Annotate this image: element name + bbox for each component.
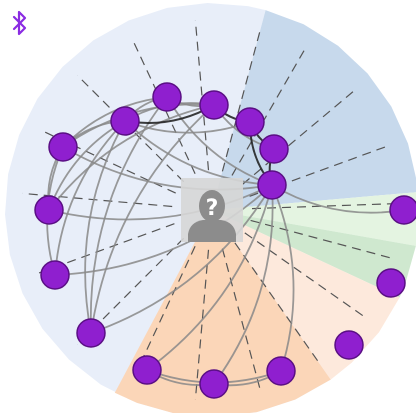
spoke-line [242,87,358,185]
spoke-line [244,232,368,320]
edge-link [84,120,126,334]
edge-link [89,96,168,334]
spoke-line [131,37,196,174]
sector-light-green [212,192,416,246]
node-layer [34,82,416,399]
edge-link [146,184,273,371]
edge-link [54,184,273,276]
device-node[interactable] [235,107,265,137]
edge-link [48,184,273,221]
device-node[interactable] [34,195,64,225]
edge-link [271,184,295,372]
edge-link [54,120,126,276]
unknown-user-glyph: ? [206,196,219,221]
device-node[interactable] [40,260,70,290]
edge-link [62,146,273,191]
device-node[interactable] [199,369,229,399]
device-node[interactable] [199,90,229,120]
spoke-line [221,248,262,394]
edge-link [48,104,215,211]
device-node[interactable] [110,106,140,136]
edge-link [166,96,273,186]
spoke-line [221,26,262,172]
device-node[interactable] [266,356,296,386]
device-node[interactable] [259,134,289,164]
edge-link [271,184,405,214]
spoke-layer [22,20,402,400]
device-node[interactable] [152,82,182,112]
device-node[interactable] [132,355,162,385]
spoke-line [194,20,210,171]
spoke-line [251,202,402,210]
edge-link [124,120,273,186]
unknown-user-icon: ? [181,178,243,242]
edge-link [90,184,273,334]
spoke-line [234,242,322,366]
sector-green [212,210,416,298]
spoke-line [231,45,308,176]
edge-link [213,184,274,385]
spoke-line [250,219,396,260]
sector-blue [212,10,416,210]
device-node[interactable] [76,318,106,348]
device-node[interactable] [334,330,364,360]
device-node[interactable] [48,132,78,162]
spoke-line [249,144,391,197]
sector-layer [5,3,416,413]
device-node[interactable] [389,195,416,225]
device-node[interactable] [376,268,406,298]
bluetooth-icon[interactable] [10,10,30,36]
device-node[interactable] [257,170,287,200]
spoke-line [194,249,210,400]
